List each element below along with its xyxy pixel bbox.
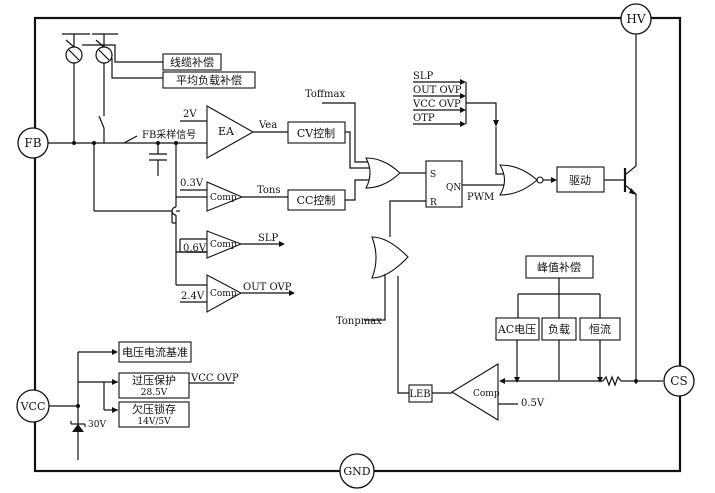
- peak-comp-label: 峰值补偿: [537, 260, 581, 274]
- ovp-label: 过压保护: [132, 373, 176, 387]
- cc-comp-label: Comp: [210, 193, 237, 203]
- avg-load-comp-transistor: [92, 33, 118, 66]
- ovp-box: [118, 372, 190, 399]
- reference-box: [118, 341, 192, 363]
- avg-load-comp-label: 平均负载补偿: [176, 73, 242, 87]
- pin-fb-label: FB: [24, 136, 41, 150]
- driver-box: [556, 166, 605, 193]
- fb-sample-switch: [123, 135, 138, 144]
- avg-load-comp-box: [162, 71, 256, 89]
- zener-30v: 30V: [88, 420, 106, 430]
- tonpmax-label: Tonpmax: [336, 316, 382, 327]
- pin-vcc: VCC: [16, 389, 50, 423]
- ovp-value: 28.5V: [141, 388, 168, 398]
- prot-slp-label: SLP: [413, 71, 433, 82]
- pin-fb: FB: [17, 127, 49, 159]
- cable-comp-transistor: [62, 33, 90, 66]
- cc-control-label: CC控制: [297, 193, 336, 207]
- pin-cs: CS: [663, 365, 695, 397]
- pin-gnd-label: GND: [343, 465, 370, 478]
- cs-ref-05v: 0.5V: [521, 398, 545, 409]
- uvlo-value: 14V/5V: [137, 417, 171, 427]
- cc-comparator: [206, 181, 244, 212]
- pin-hv: HV: [620, 3, 652, 35]
- fb-sample-label: FB采样信号: [142, 128, 196, 141]
- slp-out-label: SLP: [258, 233, 278, 244]
- slp-comparator: [206, 230, 243, 259]
- pin-gnd: GND: [339, 453, 375, 489]
- nor-gate: [499, 164, 538, 196]
- cable-comp-label: 线缆补偿: [170, 55, 214, 69]
- ea-ref-2v: 2V: [183, 109, 197, 120]
- uvlo-box: [118, 401, 190, 428]
- prot-otp-label: OTP: [413, 113, 435, 124]
- latch-qn: QN: [446, 183, 461, 193]
- out-ovp-out-label: OUT OVP: [243, 282, 292, 293]
- pin-vcc-label: VCC: [20, 400, 46, 413]
- power-transistor: [623, 165, 637, 195]
- out-ovp-ref-24v: 2.4V: [181, 291, 205, 302]
- vcc-ovp-out-label: VCC OVP: [190, 373, 239, 384]
- leb-label: LEB: [409, 389, 430, 400]
- pin-cs-label: CS: [670, 374, 687, 388]
- cv-control-label: CV控制: [297, 126, 335, 140]
- out-ovp-comparator: [206, 274, 243, 313]
- or-gate-on: [371, 236, 409, 279]
- cs-comparator: [450, 363, 499, 421]
- pin-hv-label: HV: [626, 12, 645, 26]
- vea-label: Vea: [258, 120, 277, 131]
- pwm-label: PWM: [467, 192, 494, 203]
- uvlo-label: 欠压锁存: [132, 402, 176, 416]
- sr-latch: [425, 160, 463, 208]
- driver-label: 驱动: [569, 174, 591, 187]
- slp-ref-06v: 0.6V: [183, 243, 207, 254]
- out-ovp-comp-label: Comp: [210, 289, 237, 299]
- cc-ref-03v: 0.3V: [180, 178, 204, 189]
- const-current-label: 恒流: [589, 322, 611, 336]
- or-gate-off: [365, 157, 401, 189]
- toffmax-label: Toffmax: [305, 89, 345, 100]
- ac-voltage-label: AC电压: [497, 323, 536, 336]
- load-label: 负载: [548, 322, 570, 336]
- tons-label: Tons: [257, 185, 281, 196]
- prot-vcc-ovp-label: VCC OVP: [412, 99, 461, 110]
- slp-comp-label: Comp: [210, 240, 237, 250]
- cs-comp-label: Comp: [473, 389, 500, 399]
- latch-r: R: [430, 198, 437, 208]
- zener-diode: [70, 421, 86, 432]
- reference-label: 电压电流基准: [122, 345, 188, 359]
- ea-label: EA: [218, 125, 235, 138]
- cs-resistor: [602, 375, 622, 387]
- latch-s: S: [430, 170, 436, 180]
- cable-comp-box: [162, 53, 222, 71]
- prot-out-ovp-label: OUT OVP: [413, 85, 462, 96]
- leb-box: [408, 384, 433, 403]
- ea-amplifier: [206, 105, 255, 159]
